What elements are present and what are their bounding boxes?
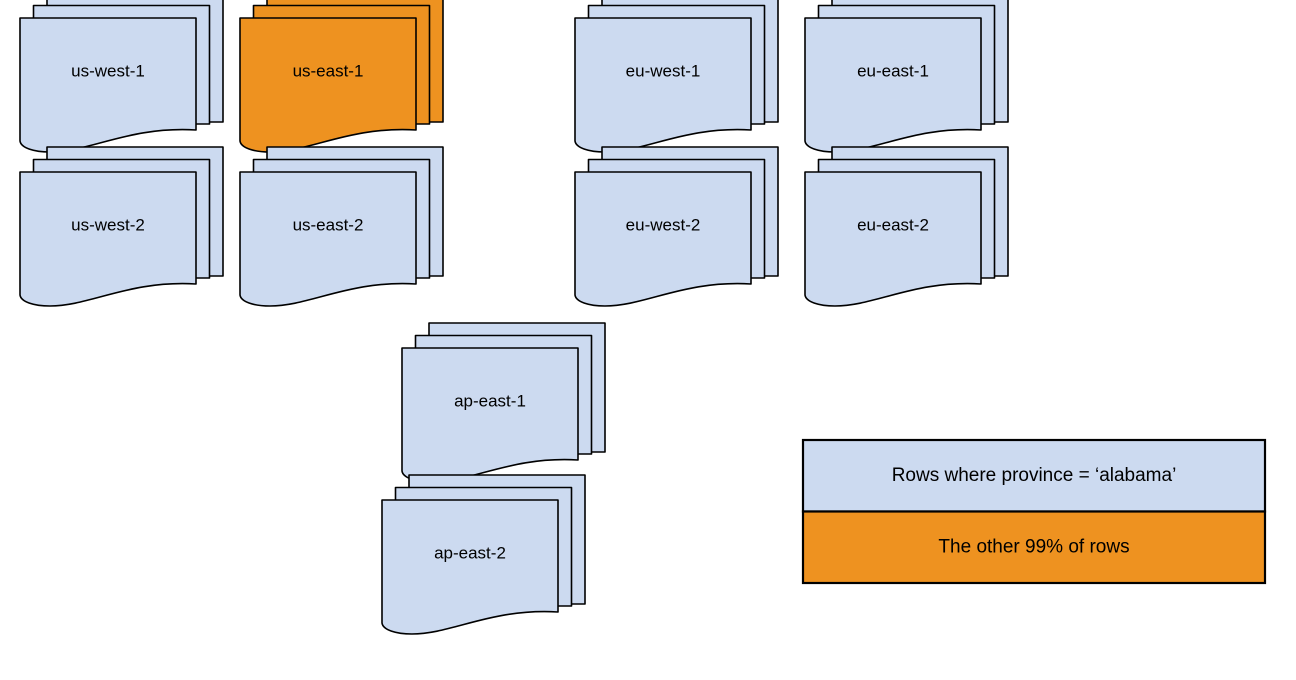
document-sheet-front bbox=[804, 171, 982, 307]
stack-label-eu-east-1: eu-east-1 bbox=[857, 61, 929, 80]
stack-label-eu-east-2: eu-east-2 bbox=[857, 215, 929, 234]
document-stack-eu-west-2[interactable]: eu-west-2 bbox=[574, 146, 779, 307]
stack-label-us-west-1: us-west-1 bbox=[71, 61, 145, 80]
document-sheet-front bbox=[401, 347, 579, 483]
legend-swatch-orange bbox=[801, 510, 1267, 585]
document-sheet-front bbox=[19, 171, 197, 307]
document-stack-us-west-1[interactable]: us-west-1 bbox=[19, 0, 224, 153]
stack-label-us-west-2: us-west-2 bbox=[71, 215, 145, 234]
document-stack-ap-east-2[interactable]: ap-east-2 bbox=[381, 474, 586, 635]
document-sheet-front bbox=[239, 17, 417, 153]
document-sheet-front bbox=[804, 17, 982, 153]
legend-label-legend-orange: The other 99% of rows bbox=[938, 536, 1129, 557]
document-sheet-front bbox=[19, 17, 197, 153]
region-stacks: us-west-1 us-east-1 eu-west-1 eu-east-1 us-w… bbox=[19, 0, 1009, 635]
stack-label-us-east-2: us-east-2 bbox=[293, 215, 364, 234]
document-stack-ap-east-1[interactable]: ap-east-1 bbox=[401, 322, 606, 483]
legend-row-legend-blue: Rows where province = ‘alabama’ bbox=[801, 438, 1267, 513]
stack-label-eu-west-1: eu-west-1 bbox=[626, 61, 701, 80]
document-stack-eu-east-2[interactable]: eu-east-2 bbox=[804, 146, 1009, 307]
stack-label-ap-east-1: ap-east-1 bbox=[454, 391, 526, 410]
document-sheet-front bbox=[239, 171, 417, 307]
legend-label-legend-blue: Rows where province = ‘alabama’ bbox=[892, 465, 1177, 486]
document-sheet-front bbox=[574, 171, 752, 307]
stack-label-us-east-1: us-east-1 bbox=[293, 61, 364, 80]
document-stack-eu-east-1[interactable]: eu-east-1 bbox=[804, 0, 1009, 153]
legend: Rows where province = ‘alabama’ The other… bbox=[801, 438, 1267, 585]
document-sheet-front bbox=[574, 17, 752, 153]
document-stack-us-east-1[interactable]: us-east-1 bbox=[239, 0, 444, 153]
document-stack-eu-west-1[interactable]: eu-west-1 bbox=[574, 0, 779, 153]
document-stack-us-west-2[interactable]: us-west-2 bbox=[19, 146, 224, 307]
document-sheet-front bbox=[381, 499, 559, 635]
stack-label-eu-west-2: eu-west-2 bbox=[626, 215, 701, 234]
legend-row-legend-orange: The other 99% of rows bbox=[801, 510, 1267, 585]
legend-swatch-blue bbox=[801, 438, 1267, 513]
document-stack-us-east-2[interactable]: us-east-2 bbox=[239, 146, 444, 307]
stack-label-ap-east-2: ap-east-2 bbox=[434, 543, 506, 562]
